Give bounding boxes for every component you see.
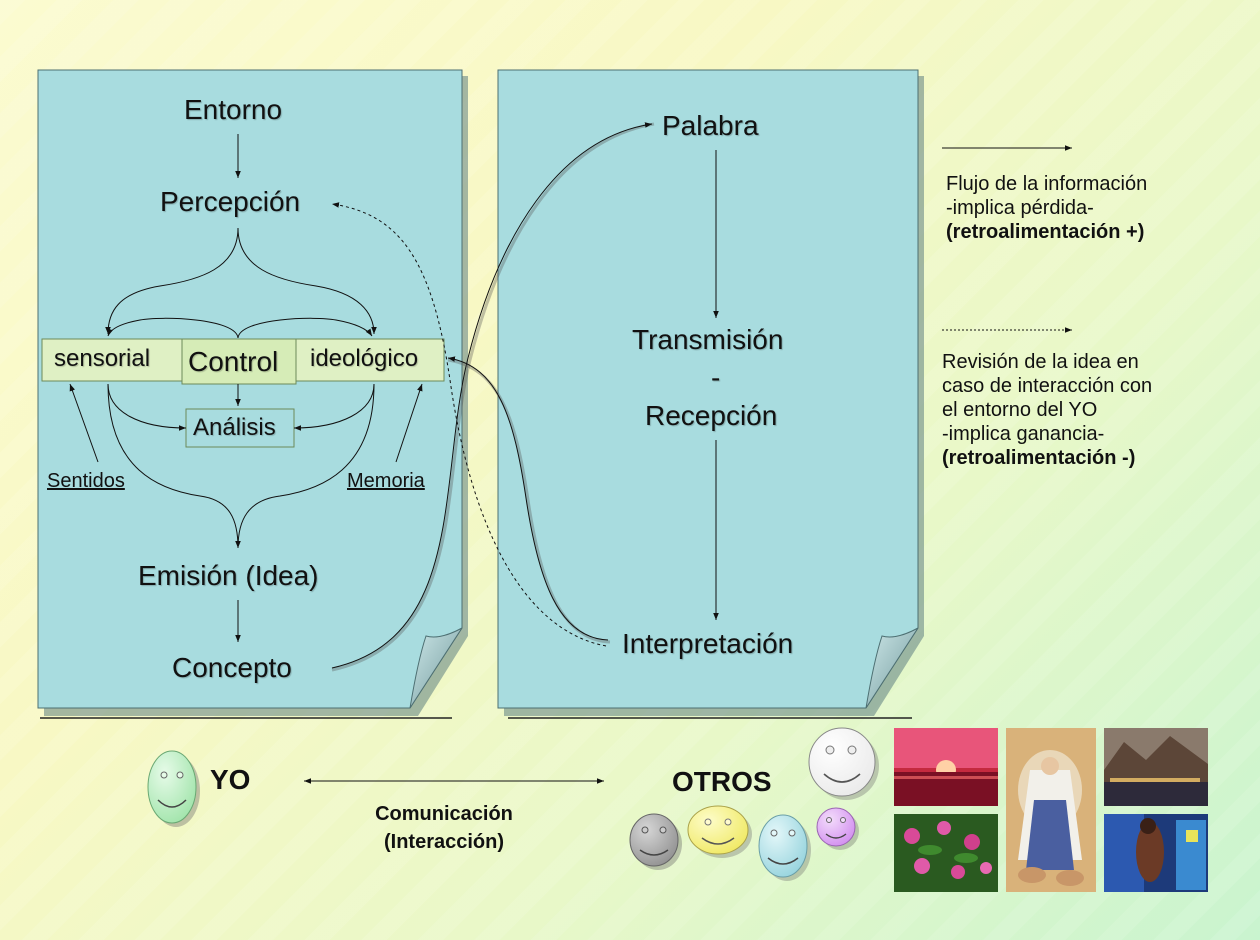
- memoria-label: Memoria: [347, 470, 425, 492]
- legend-dotted-line-3: el entorno del YO: [942, 399, 1098, 421]
- left-panel: [37, 69, 468, 716]
- smiley-face-icon: [687, 805, 752, 858]
- legend-solid-line-1: Flujo de la información: [946, 173, 1148, 195]
- photo-thumbnail: [894, 814, 998, 892]
- smiley-face-icon: [816, 807, 859, 850]
- ideologico-label: ideológico: [310, 345, 419, 372]
- comunicacion-text: Comunicación: [375, 803, 513, 825]
- photo-thumbnail: [1104, 814, 1208, 892]
- transmision-label: Transmisión: [632, 324, 784, 355]
- photo-thumbnail: [1104, 728, 1208, 806]
- yo-label: YO: [210, 764, 251, 795]
- concepto-label: Concepto: [172, 652, 292, 683]
- interaccion-text: (Interacción): [383, 831, 505, 853]
- dash-label: -: [711, 362, 721, 393]
- analisis-label: Análisis: [193, 414, 276, 441]
- analisis-box: [185, 408, 295, 448]
- smiley-face-icon: [758, 814, 811, 881]
- smiley-face-icon: [808, 727, 879, 800]
- communication-label: Comunicación (Interacción): [354, 800, 534, 856]
- legend-solid-line-3: (retroalimentación +): [946, 221, 1145, 243]
- percepcion-label: Percepción: [160, 186, 301, 217]
- legend-dotted-text: Revisión de la idea en caso de interacci…: [942, 350, 1232, 470]
- sentidos-label: Sentidos: [47, 470, 125, 492]
- sensorial-label: sensorial: [54, 345, 151, 372]
- control-label: Control: [188, 346, 279, 377]
- legend-dotted-line-5: (retroalimentación -): [942, 447, 1136, 469]
- interpretacion-label: Interpretación: [622, 628, 794, 659]
- photo-thumbnail: [1006, 728, 1096, 892]
- control-box: [181, 338, 297, 385]
- legend-dotted-line-1: Revisión de la idea en: [942, 351, 1139, 373]
- legend-solid-line-2: -implica pérdida-: [946, 197, 1094, 219]
- cross-panel-curves: [331, 122, 655, 672]
- left-flow-arrows: [69, 134, 423, 642]
- legend-dotted-line-4: -implica ganancia-: [942, 423, 1105, 445]
- palabra-label: Palabra: [662, 110, 759, 141]
- emision-label: Emisión (Idea): [138, 560, 319, 591]
- legend-dotted-line-2: caso de interacción con: [942, 375, 1153, 397]
- right-panel: [497, 69, 924, 716]
- photo-thumbnail: [894, 728, 998, 806]
- legend-solid-text: Flujo de la información -implica pérdida…: [946, 172, 1236, 244]
- smiley-face-icon: [629, 813, 682, 870]
- entorno-label: Entorno: [184, 94, 283, 125]
- smiley-face-icon: [147, 750, 200, 827]
- otros-label: OTROS: [672, 766, 772, 797]
- recepcion-label: Recepción: [645, 400, 778, 431]
